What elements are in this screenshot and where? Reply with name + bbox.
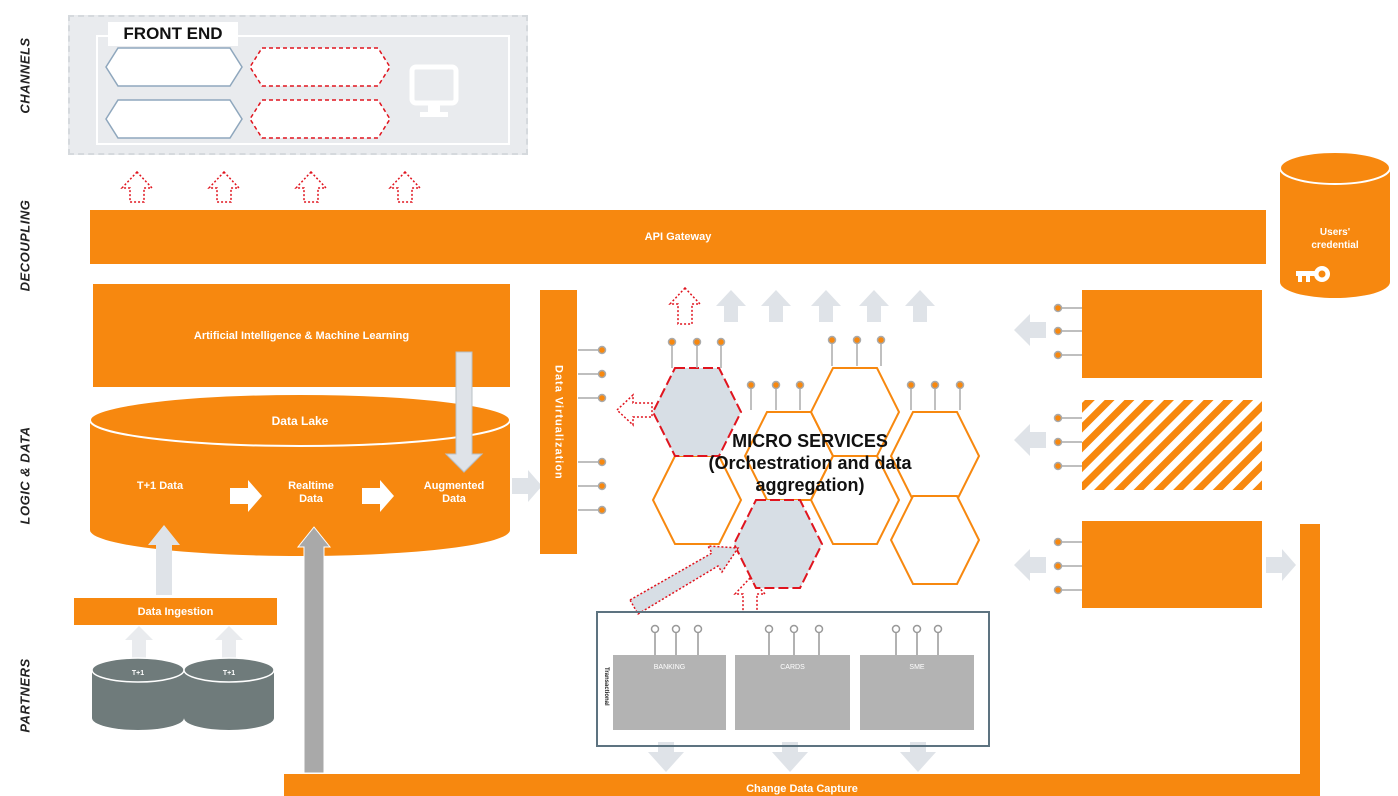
data-virtualization-bar: Data Virtualization [540,290,577,554]
database-icon-source-2 [183,657,275,730]
partner-box-top [1082,290,1262,378]
source-db-2-label: T+1 [222,670,236,677]
change-data-capture-bar: Change Data Capture [284,774,1320,796]
transactional-frame [596,611,990,747]
dv-pins [578,345,607,515]
source-up-arrows [125,626,243,660]
microservices-hexagons [651,367,981,589]
cdc-to-realtime-arrow [296,526,332,774]
transactional-label: Transactional [603,667,609,706]
users-credential-label: Users' credential [1311,227,1359,251]
transactional-pins [650,624,943,655]
partner-box-bottom [1082,521,1262,608]
gray-up-arrows [716,290,935,322]
channel-slot-4 [249,99,391,139]
right-left-arrows [1014,314,1296,581]
api-gateway-bar: API Gateway [90,210,1266,264]
cdc-down-arrows [648,742,936,772]
ingestion-up-arrow [148,525,180,595]
augmented-data-label: Augmented Data [423,480,485,505]
right-pins [1053,303,1082,595]
ai-ml-box: Artificial Intelligence & Machine Learni… [93,284,510,387]
system-box-banking: BANKING [613,655,726,730]
database-icon-source-1 [91,657,185,730]
channel-slot-3 [105,99,243,139]
channel-slot-2 [249,47,391,87]
lake-flow-arrows [230,480,394,512]
diagonal-red-arrow [628,545,740,616]
lake-to-dv-arrow [512,470,542,502]
data-ingestion-bar: Data Ingestion [74,598,277,625]
key-icon [1296,266,1330,282]
front-end-inner [96,35,510,145]
realtime-data-label: Realtime Data [288,480,334,505]
source-db-1-label: T+1 [131,670,145,677]
data-lake-cylinder [89,393,511,556]
cdc-return-line [1300,524,1320,794]
monitor-icon [409,64,459,117]
micro-services-label: MICRO SERVICES (Orchestration and data a… [708,431,912,495]
t1-data-label: T+1 Data [136,480,184,492]
front-end-title: FRONT END [108,22,238,46]
system-box-cards: CARDS [735,655,850,730]
channel-slot-1 [105,47,243,87]
database-icon-credentials [1279,151,1391,298]
system-box-sme: SME [860,655,974,730]
data-lake-title: Data Lake [271,414,329,428]
hatched-partner-box [1082,400,1262,490]
hex-pins [667,335,965,410]
